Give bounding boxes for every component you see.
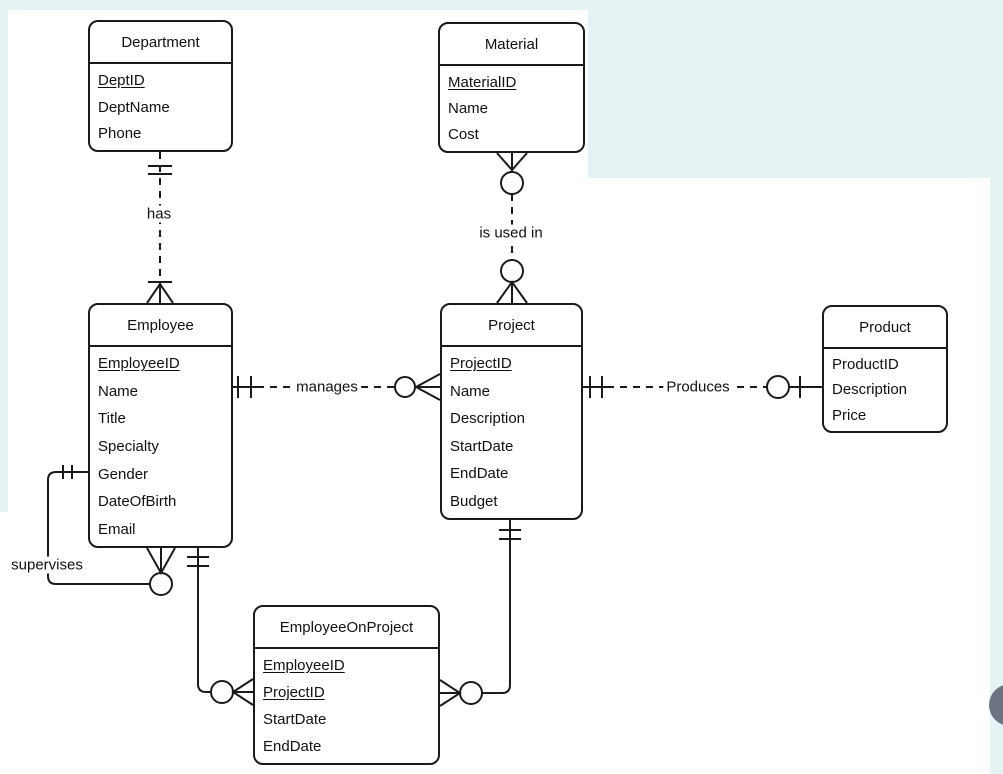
page-margin-top [0, 0, 1003, 10]
attribute: EndDate [263, 738, 322, 755]
entity-title: Project [442, 305, 581, 347]
scroll-indicator[interactable] [989, 684, 1003, 726]
entity-project[interactable]: Project ProjectID Name Description Start… [440, 303, 583, 520]
relationship-line-has[interactable] [146, 152, 174, 304]
attribute-primary-key: EmployeeID [263, 657, 345, 674]
entity-attributes: EmployeeID Name Title Specialty Gender D… [90, 347, 231, 546]
attribute: EndDate [450, 465, 509, 483]
attribute: ProductID [832, 356, 899, 374]
attribute: Name [450, 382, 491, 400]
attribute-primary-key: EmployeeID [98, 355, 180, 373]
relationship-line-supervises[interactable] [47, 465, 176, 596]
relationship-label-has[interactable]: has [143, 205, 175, 223]
attribute: StartDate [263, 711, 327, 728]
attribute: DeptName [98, 98, 170, 116]
relationship-label-produces[interactable]: Produces [663, 378, 733, 396]
attribute-primary-key: ProjectID [263, 684, 325, 701]
relationship-label-supervises[interactable]: supervises [8, 556, 86, 574]
attribute: Name [98, 382, 139, 400]
relationship-label-manages[interactable]: manages [293, 378, 361, 396]
entity-employeeonproject[interactable]: EmployeeOnProject EmployeeID ProjectID S… [253, 605, 440, 765]
entity-material[interactable]: Material MaterialID Name Cost [438, 22, 585, 153]
attribute: Gender [98, 465, 149, 483]
entity-title: EmployeeOnProject [255, 607, 438, 649]
page-margin-left [0, 0, 8, 512]
attribute: Name [448, 99, 489, 117]
relationship-label-is-used-in[interactable]: is used in [476, 224, 546, 242]
attribute-primary-key: ProjectID [450, 355, 512, 373]
attribute-primary-key: DeptID [98, 71, 145, 89]
attribute: StartDate [450, 437, 514, 455]
attribute: Cost [448, 126, 479, 144]
attribute: Phone [98, 125, 142, 143]
attribute: Budget [450, 492, 498, 510]
attribute: DateOfBirth [98, 493, 177, 511]
relationship-line-employee-employeeonproject[interactable] [187, 548, 254, 706]
entity-attributes: MaterialID Name Cost [440, 66, 583, 151]
attribute-primary-key: MaterialID [448, 73, 517, 91]
entity-product[interactable]: Product ProductID Description Price [822, 305, 948, 433]
entity-department[interactable]: Department DeptID DeptName Phone [88, 20, 233, 152]
attribute: Title [98, 410, 126, 428]
entity-title: Employee [90, 305, 231, 347]
entity-title: Department [90, 22, 231, 64]
entity-attributes: ProjectID Name Description StartDate End… [442, 347, 581, 518]
page-margin-right [990, 0, 1003, 774]
attribute: Email [98, 520, 136, 538]
relationship-line-project-employeeonproject[interactable] [439, 520, 521, 707]
entity-title: Product [824, 307, 946, 349]
entity-attributes: EmployeeID ProjectID StartDate EndDate [255, 649, 438, 763]
entity-attributes: ProductID Description Price [824, 349, 946, 431]
entity-title: Material [440, 24, 583, 66]
attribute: Description [832, 381, 908, 399]
attribute: Specialty [98, 438, 159, 456]
attribute: Price [832, 406, 867, 424]
page-margin-top-right [588, 0, 1003, 178]
relationship-line-is-used-in[interactable] [496, 152, 528, 304]
entity-employee[interactable]: Employee EmployeeID Name Title Specialty… [88, 303, 233, 548]
attribute: Description [450, 410, 526, 428]
entity-attributes: DeptID DeptName Phone [90, 64, 231, 150]
